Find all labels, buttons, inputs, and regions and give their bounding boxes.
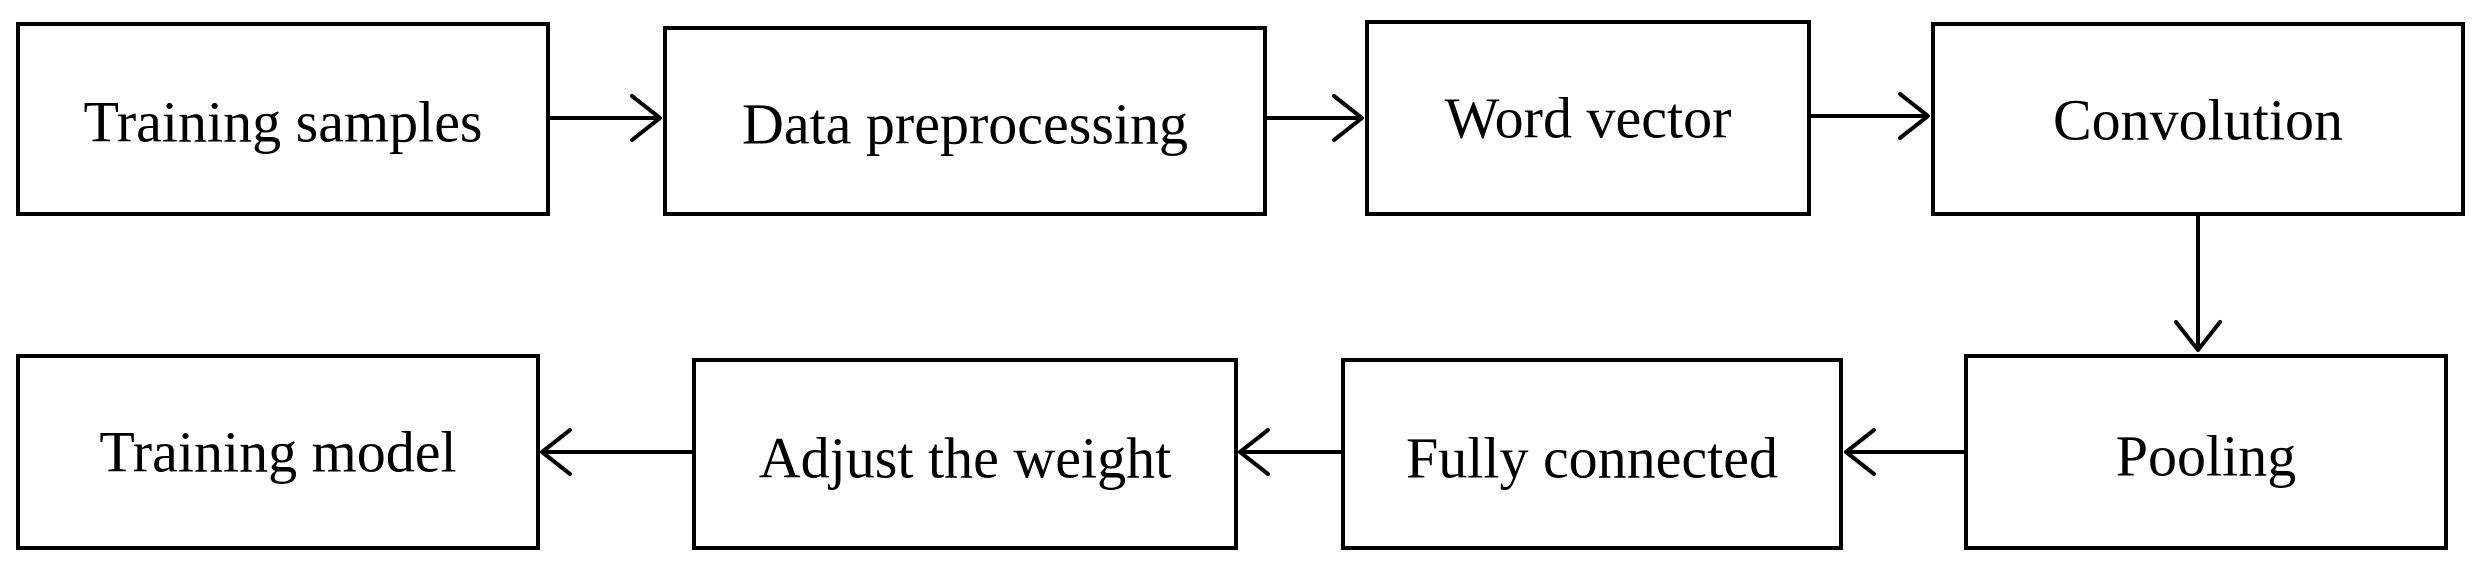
node-training-samples-label: Training samples bbox=[83, 90, 482, 155]
arrowhead-down-icon bbox=[2174, 320, 2222, 352]
edge-adjust-the-weight-to-training-model bbox=[540, 428, 694, 476]
node-training-model-label: Training model bbox=[99, 420, 456, 485]
node-adjust-the-weight: Adjust the weight bbox=[692, 358, 1238, 550]
edge-word-vector-to-convolution bbox=[1809, 92, 1930, 140]
arrowhead-left-icon bbox=[540, 428, 572, 476]
edge-pooling-to-fully-connected bbox=[1844, 428, 1966, 476]
node-data-preprocessing-label: Data preprocessing bbox=[742, 92, 1188, 157]
node-word-vector-label: Word vector bbox=[1445, 86, 1732, 151]
node-convolution-label: Convolution bbox=[2053, 88, 2343, 153]
node-pooling: Pooling bbox=[1964, 354, 2448, 550]
node-training-model: Training model bbox=[16, 354, 540, 550]
arrowhead-right-icon bbox=[630, 94, 662, 142]
edge-fully-connected-to-adjust-the-weight bbox=[1238, 428, 1343, 476]
node-pooling-label: Pooling bbox=[2116, 424, 2297, 489]
edge-data-preprocessing-to-word-vector bbox=[1265, 94, 1364, 142]
node-training-samples: Training samples bbox=[16, 22, 550, 216]
edge-training-samples-to-data-preprocessing bbox=[548, 94, 662, 142]
node-fully-connected-label: Fully connected bbox=[1406, 426, 1778, 491]
arrowhead-left-icon bbox=[1844, 428, 1876, 476]
arrowhead-right-icon bbox=[1332, 94, 1364, 142]
node-convolution: Convolution bbox=[1931, 22, 2465, 216]
arrowhead-left-icon bbox=[1238, 428, 1270, 476]
node-adjust-the-weight-label: Adjust the weight bbox=[759, 426, 1171, 491]
node-word-vector: Word vector bbox=[1365, 20, 1811, 216]
node-fully-connected: Fully connected bbox=[1341, 358, 1843, 550]
arrowhead-right-icon bbox=[1898, 92, 1930, 140]
edge-convolution-to-pooling bbox=[2174, 214, 2222, 352]
node-data-preprocessing: Data preprocessing bbox=[663, 26, 1267, 216]
